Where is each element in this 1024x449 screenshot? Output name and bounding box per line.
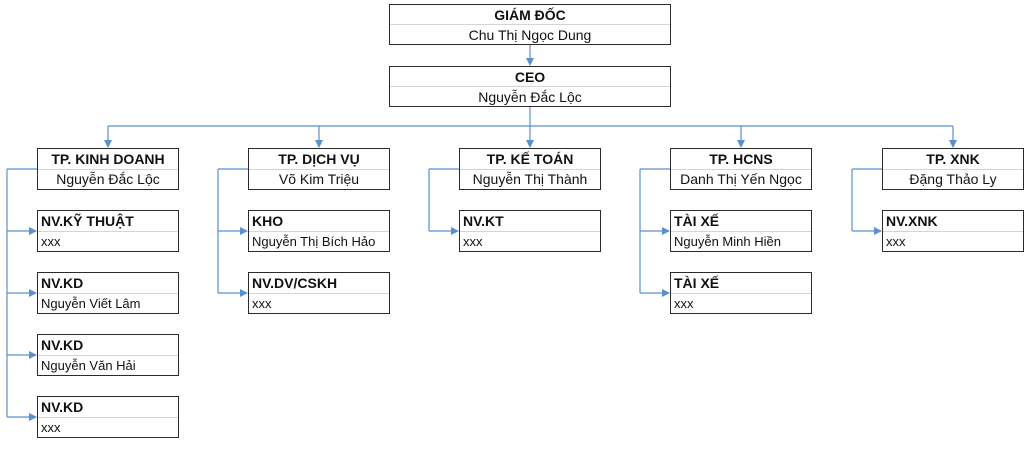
node-name: xxx — [674, 295, 694, 311]
dept-node-ke-toan: TP. KẾ TOÁN Nguyễn Thị Thành — [459, 148, 601, 190]
node-title: TP. DỊCH VỤ — [249, 149, 389, 170]
node-title: GIÁM ĐỐC — [390, 5, 670, 25]
node-title: NV.DV/CSKH — [249, 273, 389, 294]
dept-node-xnk: TP. XNK Đặng Thảo Ly — [882, 148, 1024, 190]
node-name: xxx — [41, 233, 61, 249]
staff-node: TÀI XẾ xxx — [670, 272, 812, 314]
node-name: Nguyễn Minh Hiền — [674, 233, 781, 249]
staff-node: NV.KỸ THUẬT xxx — [37, 210, 179, 252]
staff-node: NV.XNK xxx — [882, 210, 1024, 252]
node-name: Danh Thị Yến Ngọc — [680, 171, 802, 188]
node-name: Nguyễn Thị Bích Hảo — [252, 233, 376, 249]
node-name: Chu Thị Ngọc Dung — [468, 26, 592, 43]
node-name: Nguyễn Đắc Lộc — [478, 88, 582, 105]
node-title: TP. HCNS — [671, 149, 811, 170]
node-name: xxx — [252, 295, 272, 311]
dept-node-dich-vu: TP. DỊCH VỤ Võ Kim Triệu — [248, 148, 390, 190]
node-name: Nguyễn Viết Lâm — [41, 295, 141, 311]
node-title: NV.KD — [38, 273, 178, 294]
node-title: TP. KẾ TOÁN — [460, 149, 600, 170]
dept-node-kinh-doanh: TP. KINH DOANH Nguyễn Đắc Lộc — [37, 148, 179, 190]
node-name: xxx — [41, 419, 61, 435]
node-title: NV.KỸ THUẬT — [38, 211, 178, 232]
node-title: CEO — [390, 67, 670, 87]
node-title: NV.KD — [38, 335, 178, 356]
staff-node: NV.KD Nguyễn Viết Lâm — [37, 272, 179, 314]
node-title: NV.KD — [38, 397, 178, 418]
node-title: NV.XNK — [883, 211, 1023, 232]
staff-node: NV.KT xxx — [459, 210, 601, 252]
node-title: KHO — [249, 211, 389, 232]
staff-node: TÀI XẾ Nguyễn Minh Hiền — [670, 210, 812, 252]
staff-node: KHO Nguyễn Thị Bích Hảo — [248, 210, 390, 252]
node-name: Đặng Thảo Ly — [909, 171, 997, 188]
node-title: TP. KINH DOANH — [38, 149, 178, 170]
director-node: GIÁM ĐỐC Chu Thị Ngọc Dung — [389, 4, 671, 45]
staff-node: NV.KD xxx — [37, 396, 179, 438]
node-name: Nguyễn Văn Hải — [41, 357, 136, 373]
node-name: Nguyễn Đắc Lộc — [56, 171, 160, 188]
staff-node: NV.KD Nguyễn Văn Hải — [37, 334, 179, 376]
node-name: Võ Kim Triệu — [278, 171, 360, 188]
dept-node-hcns: TP. HCNS Danh Thị Yến Ngọc — [670, 148, 812, 190]
node-name: xxx — [463, 233, 483, 249]
node-title: TP. XNK — [883, 149, 1023, 170]
node-title: NV.KT — [460, 211, 600, 232]
node-name: xxx — [886, 233, 906, 249]
staff-node: NV.DV/CSKH xxx — [248, 272, 390, 314]
node-title: TÀI XẾ — [671, 211, 811, 232]
node-name: Nguyễn Thị Thành — [472, 171, 588, 188]
ceo-node: CEO Nguyễn Đắc Lộc — [389, 66, 671, 107]
node-title: TÀI XẾ — [671, 273, 811, 294]
